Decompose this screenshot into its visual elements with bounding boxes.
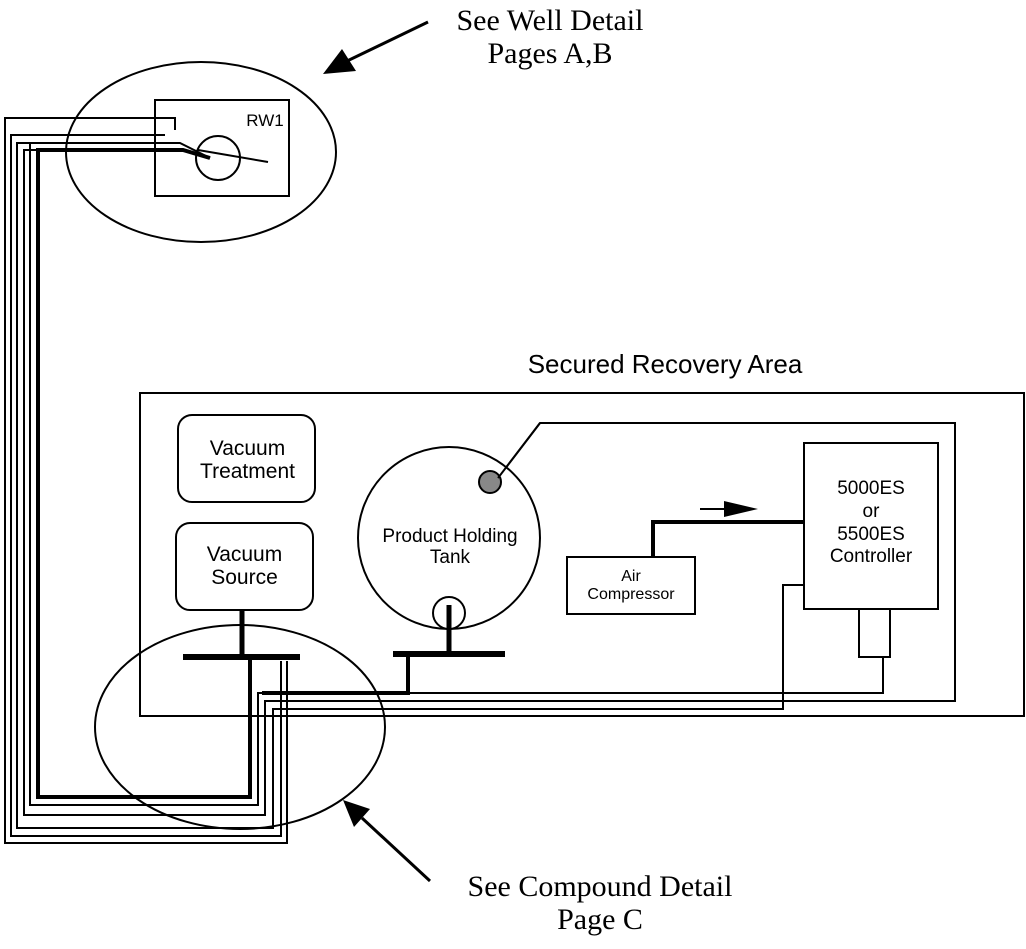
controller-line2: or [862, 500, 880, 522]
well-callout-line2: Pages A,B [487, 37, 613, 70]
controller-label: 5000ES or 5500ES Controller [804, 478, 938, 569]
area-title: Secured Recovery Area [527, 349, 803, 379]
compound-callout-line1: See Compound Detail [467, 870, 733, 903]
pipe-bundle [4, 117, 956, 844]
vacuum-treatment-label: Vacuum Treatment [180, 437, 315, 483]
compound-callout-arrow [343, 800, 432, 883]
well-pump-arm [197, 149, 269, 163]
air-flow-arrowhead [724, 501, 758, 517]
sensor-lead [497, 422, 541, 479]
well-casing [195, 135, 241, 181]
air-line [651, 520, 805, 557]
secured-area-boundary [139, 392, 1025, 717]
well-callout-arrow [323, 20, 429, 74]
vacuum-treatment-line1: Vacuum [209, 437, 286, 460]
vacuum-source-line1: Vacuum [206, 543, 283, 566]
tank-label: Product Holding Tank [360, 526, 540, 569]
air-compressor-box [566, 556, 696, 615]
tank-level-sensor [478, 470, 502, 494]
controller-line3: 5500ES [837, 523, 905, 545]
air-compressor-line1: Air [621, 568, 641, 585]
vacuum-source-line2: Source [211, 566, 278, 590]
controller-line1: 5000ES [837, 478, 905, 499]
well-callout-label: See Well Detail Pages A,B [420, 4, 680, 70]
tank-line2: Tank [429, 546, 471, 568]
compound-callout-label: See Compound Detail Page C [420, 870, 780, 936]
controller-line4: Controller [829, 546, 913, 568]
air-compressor-line2: Compressor [587, 585, 675, 603]
tank-line1: Product Holding [382, 526, 518, 547]
vacuum-treatment-box [177, 414, 316, 503]
controller-sensor [858, 608, 891, 658]
vacuum-treatment-line2: Treatment [200, 460, 295, 484]
compound-callout-line2: Page C [557, 903, 643, 936]
vacuum-source-label: Vacuum Source [176, 543, 313, 589]
well-callout-line1: See Well Detail [456, 4, 644, 37]
air-compressor-label: Air Compressor [567, 568, 695, 603]
well-id-label: RW1 [246, 111, 284, 130]
